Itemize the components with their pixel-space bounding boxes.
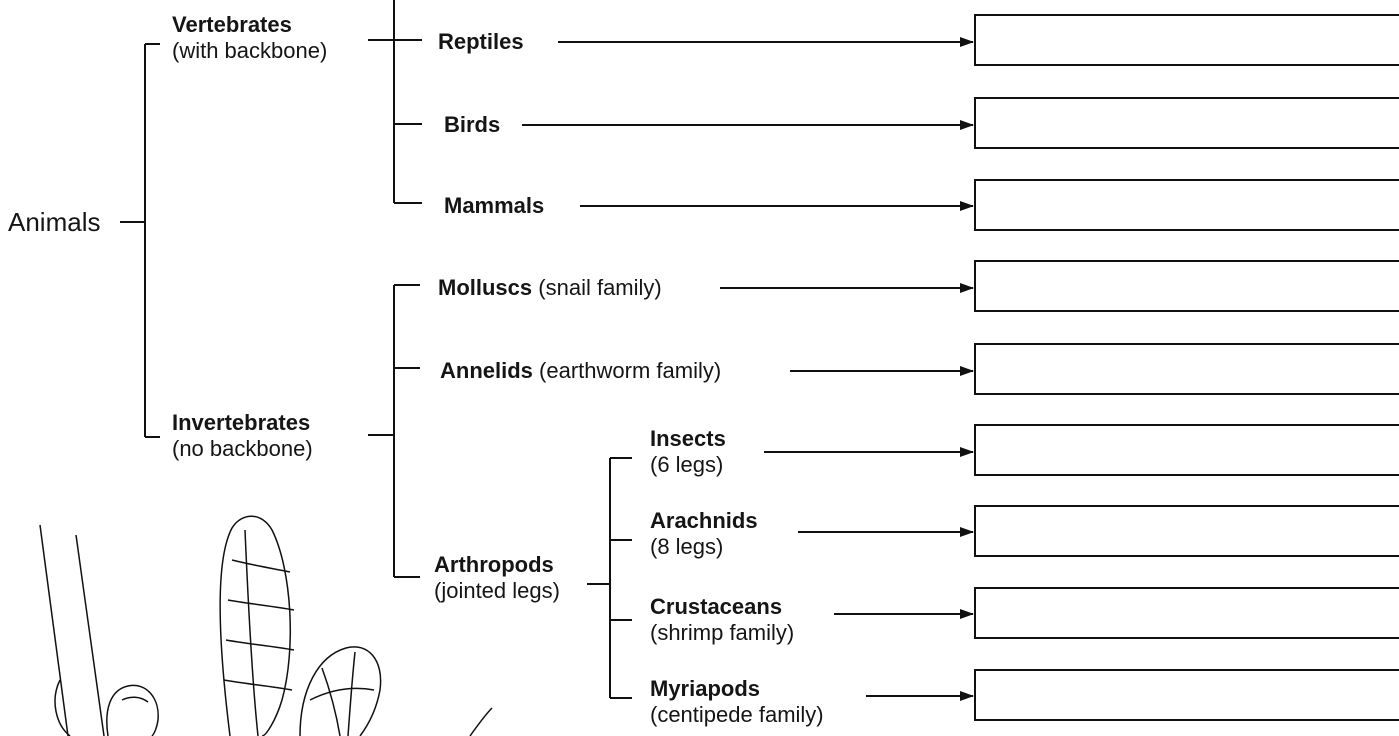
subgroup-label: Myriapods — [650, 676, 760, 701]
answer-box-insects[interactable] — [974, 424, 1399, 476]
answer-box-arachnids[interactable] — [974, 505, 1399, 557]
group-label: Annelids — [440, 358, 533, 383]
vertebrates-node: Vertebrates (with backbone) — [172, 12, 327, 64]
subgroup-note: (centipede family) — [650, 702, 824, 727]
arthropods-node: Arthropods (jointed legs) — [434, 552, 560, 604]
invertebrates-node: Invertebrates (no backbone) — [172, 410, 313, 462]
subgroup-label: Insects — [650, 426, 726, 451]
answer-box-molluscs[interactable] — [974, 260, 1399, 312]
class-label: Reptiles — [438, 29, 524, 54]
vertebrates-title: Vertebrates — [172, 12, 292, 37]
answer-box-annelids[interactable] — [974, 343, 1399, 395]
arthropods-title: Arthropods — [434, 552, 554, 577]
answer-box-crustaceans[interactable] — [974, 587, 1399, 639]
root-label: Animals — [8, 207, 100, 237]
subgroup-note: (shrimp family) — [650, 620, 794, 645]
class-label: Birds — [444, 112, 500, 137]
answer-box-myriapods[interactable] — [974, 669, 1399, 721]
group-note: (earthworm family) — [539, 358, 721, 383]
dragonfly-icon — [40, 516, 492, 736]
invertebrates-note: (no backbone) — [172, 436, 313, 461]
subgroup-label: Arachnids — [650, 508, 758, 533]
group-annelids: Annelids (earthworm family) — [440, 358, 721, 384]
subgroup-label: Crustaceans — [650, 594, 782, 619]
answer-box-mammals[interactable] — [974, 179, 1399, 231]
invertebrates-title: Invertebrates — [172, 410, 310, 435]
class-label: Mammals — [444, 193, 544, 218]
answer-box-reptiles[interactable] — [974, 14, 1399, 66]
answer-box-birds[interactable] — [974, 97, 1399, 149]
subgroup-insects: Insects (6 legs) — [650, 426, 726, 478]
subgroup-note: (6 legs) — [650, 452, 723, 477]
group-label: Molluscs — [438, 275, 532, 300]
subgroup-note: (8 legs) — [650, 534, 723, 559]
group-molluscs: Molluscs (snail family) — [438, 275, 662, 301]
class-mammals: Mammals — [444, 193, 544, 219]
arthropods-note: (jointed legs) — [434, 578, 560, 603]
group-note: (snail family) — [538, 275, 661, 300]
class-reptiles: Reptiles — [438, 29, 524, 55]
subgroup-crustaceans: Crustaceans (shrimp family) — [650, 594, 794, 646]
class-birds: Birds — [444, 112, 500, 138]
vertebrates-note: (with backbone) — [172, 38, 327, 63]
subgroup-arachnids: Arachnids (8 legs) — [650, 508, 758, 560]
subgroup-myriapods: Myriapods (centipede family) — [650, 676, 824, 728]
